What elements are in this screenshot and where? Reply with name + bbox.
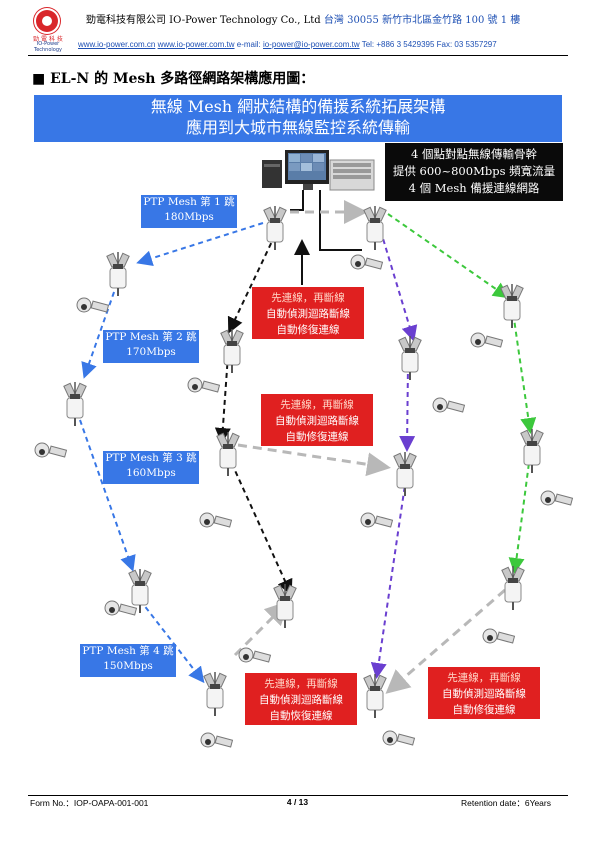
alert-3-line-1: 先連線，再斷線 — [264, 678, 338, 690]
tel-fax: Tel: +886 3 5429395 Fax: 03 5357297 — [361, 40, 497, 49]
footer-divider — [28, 795, 568, 796]
logo-emblem-icon — [36, 10, 58, 32]
hop-label-2: PTP Mesh 第 2 跳 170Mbps — [103, 330, 199, 363]
alert-2-line-1: 先連線，再斷線 — [280, 399, 354, 411]
hop-2-speed: 170Mbps — [126, 346, 176, 358]
mesh-node-icon — [263, 206, 287, 250]
header-divider — [28, 55, 568, 56]
alert-2-line-3: 自動修復連線 — [285, 431, 349, 443]
hop-label-3: PTP Mesh 第 3 跳 160Mbps — [103, 451, 199, 484]
retention-date: Retention date：6Years — [461, 798, 551, 808]
website-tw-link[interactable]: www.io-power.com.tw — [157, 40, 235, 49]
camera-icon — [34, 442, 68, 458]
mesh-node-icon — [393, 452, 417, 496]
camera-icon — [199, 512, 233, 528]
backbone-line-1: 4 個點對點無線傳輸骨幹 — [411, 147, 537, 161]
hop-4-speed: 150Mbps — [103, 660, 153, 672]
mesh-node-icon — [63, 382, 87, 426]
logo-en-text: IO-Power Technology — [33, 41, 62, 53]
page-number: 4 / 13 — [286, 797, 309, 807]
email-label: e-mail: — [236, 40, 261, 49]
alert-4-line-3: 自動修復連線 — [452, 704, 516, 716]
mesh-node-icon — [363, 206, 387, 250]
alert-1-line-2: 自動偵測迴路斷線 — [266, 308, 350, 320]
mesh-node-icon — [216, 432, 240, 476]
mesh-node-icon — [106, 252, 130, 296]
backbone-info-box: 4 個點對點無線傳輸骨幹 提供 600~800Mbps 頻寬流量 4 個 Mes… — [385, 143, 563, 201]
backbone-line-3: 4 個 Mesh 備援連線網路 — [408, 181, 540, 195]
mesh-node-icon — [520, 429, 544, 473]
alert-box-3: 先連線，再斷線 自動偵測迴路斷線 自動恢復連線 — [245, 673, 357, 725]
mesh-node-icon — [501, 566, 525, 610]
email-link[interactable]: io-power@io-power.com.tw — [263, 40, 360, 49]
mesh-node-icon — [398, 336, 422, 380]
camera-icon — [76, 297, 110, 313]
diagram-banner: 無線 Mesh 網狀結構的備援系統拓展架構 應用到大城市無線監控系統傳輸 — [34, 95, 562, 142]
hop-3-label: PTP Mesh 第 3 跳 — [105, 452, 197, 464]
camera-icon — [238, 647, 272, 663]
company-address: 台灣 30055 新竹市北區金竹路 100 號 1 樓 — [323, 15, 521, 26]
mesh-node-icon — [128, 569, 152, 613]
alert-box-2: 先連線，再斷線 自動偵測迴路斷線 自動修復連線 — [261, 394, 373, 446]
alert-3-line-2: 自動偵測迴路斷線 — [259, 694, 343, 706]
mesh-node-icon — [500, 284, 524, 328]
alert-box-1: 先連線，再斷線 自動偵測迴路斷線 自動修復連線 — [252, 287, 364, 339]
camera-icon — [482, 628, 516, 644]
header-contact-line: www.io-power.com.cn www.io-power.com.tw … — [78, 40, 497, 49]
form-number: Form No.：IOP-OAPA-001-001 — [30, 798, 149, 808]
hop-label-1: PTP Mesh 第 1 跳 180Mbps — [141, 195, 237, 228]
alert-1-line-3: 自動修復連線 — [276, 324, 340, 336]
camera-icon — [200, 732, 234, 748]
website-cn-link[interactable]: www.io-power.com.cn — [78, 40, 156, 49]
camera-icon — [350, 254, 384, 270]
banner-line-2: 應用到大城市無線監控系統傳輸 — [185, 118, 410, 137]
alert-box-4: 先連線，再斷線 自動偵測迴路斷線 自動修復連線 — [428, 667, 540, 719]
alert-2-line-2: 自動偵測迴路斷線 — [275, 415, 359, 427]
camera-icon — [104, 600, 138, 616]
mesh-node-icon — [363, 674, 387, 718]
hop-4-label: PTP Mesh 第 4 跳 — [82, 645, 174, 657]
mesh-node-icon — [273, 584, 297, 628]
hop-3-speed: 160Mbps — [126, 467, 176, 479]
alert-3-line-3: 自動恢復連線 — [269, 710, 333, 722]
section-title: ■ EL-N 的 Mesh 多路徑網路架構應用圖： — [32, 71, 315, 87]
company-name: 勁電科技有限公司 IO-Power Technology Co., Ltd — [86, 15, 321, 26]
camera-icon — [360, 512, 394, 528]
hop-1-speed: 180Mbps — [164, 211, 214, 223]
header-company-line: 勁電科技有限公司 IO-Power Technology Co., Ltd 台灣… — [86, 11, 520, 26]
logo-cn-text: 勁 電 科 技 — [33, 36, 63, 43]
hop-2-label: PTP Mesh 第 2 跳 — [105, 331, 197, 343]
hop-label-4: PTP Mesh 第 4 跳 150Mbps — [80, 644, 176, 677]
hop-1-label: PTP Mesh 第 1 跳 — [143, 196, 235, 208]
alert-4-line-1: 先連線，再斷線 — [447, 672, 521, 684]
company-logo: 勁 電 科 技 IO-Power Technology — [28, 10, 68, 53]
alert-1-line-1: 先連線，再斷線 — [271, 292, 345, 304]
backbone-line-2: 提供 600~800Mbps 頻寬流量 — [392, 164, 556, 178]
mesh-node-icon — [203, 672, 227, 716]
camera-icon — [540, 490, 574, 506]
mesh-node-icon — [220, 329, 244, 373]
camera-icon — [432, 397, 466, 413]
camera-icon — [470, 332, 504, 348]
banner-line-1: 無線 Mesh 網狀結構的備援系統拓展架構 — [150, 97, 446, 116]
camera-icon — [187, 377, 221, 393]
alert-4-line-2: 自動偵測迴路斷線 — [442, 688, 526, 700]
control-center-icon — [262, 150, 375, 191]
camera-icon — [382, 730, 416, 746]
